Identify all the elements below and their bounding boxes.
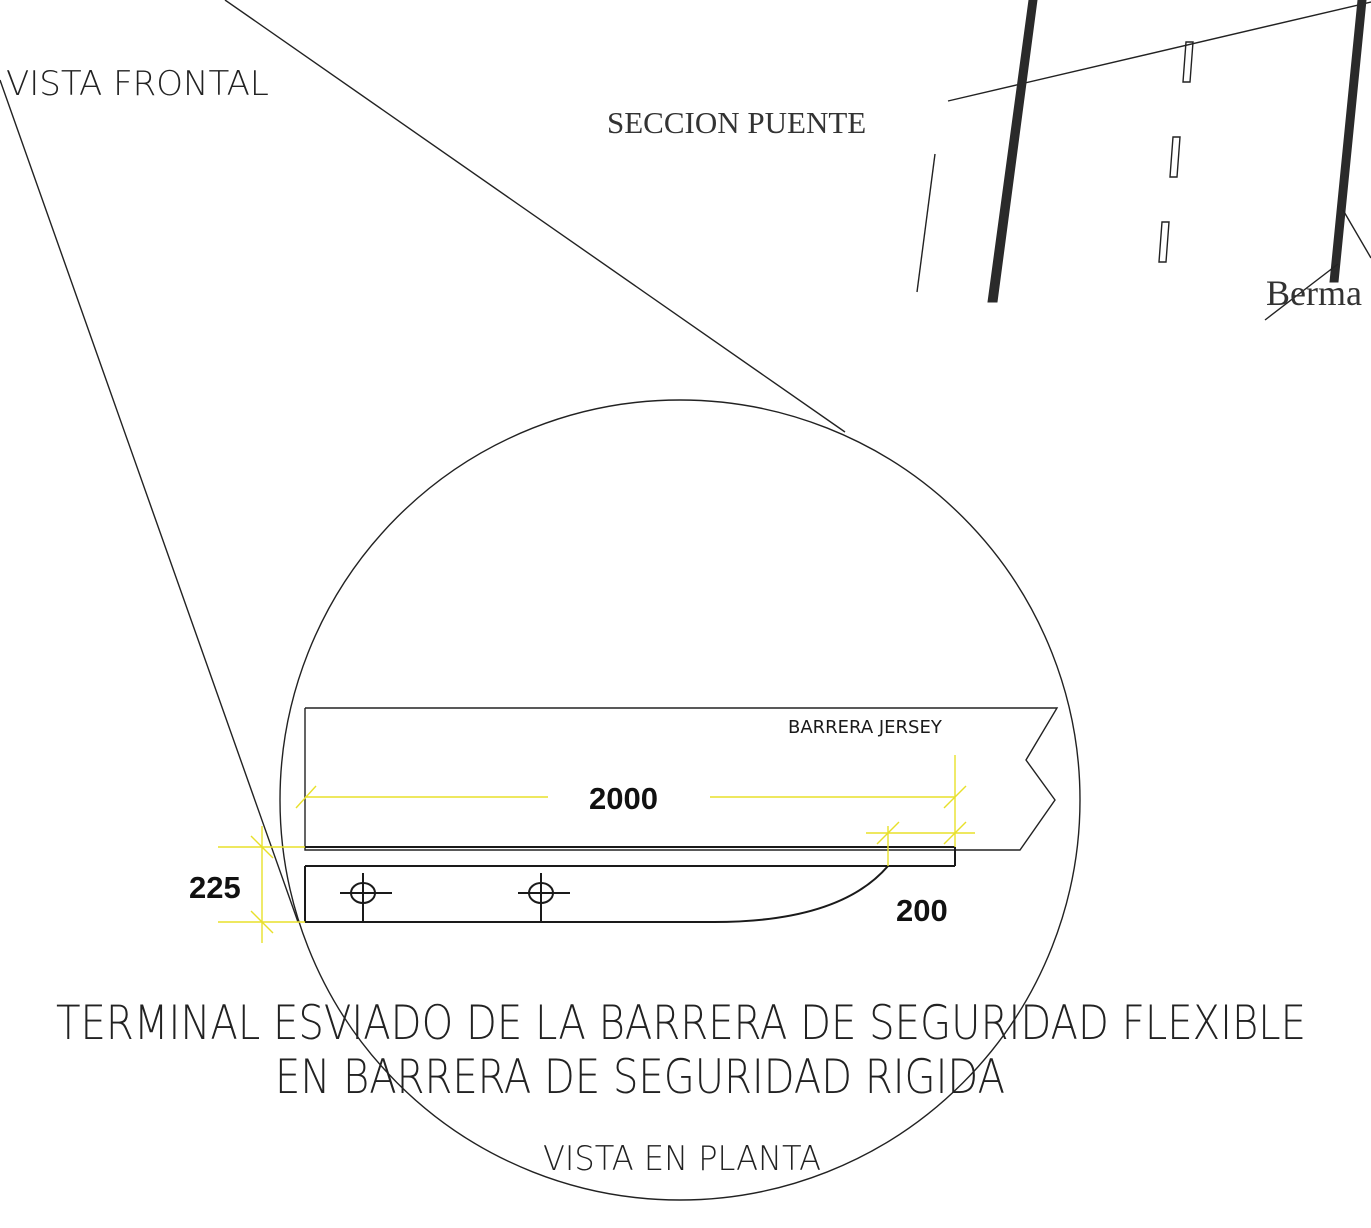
leader-line-left — [0, 79, 299, 923]
dimension-2000 — [295, 755, 967, 847]
dimension-200-text: 200 — [896, 893, 948, 928]
bolt-symbol-1 — [340, 873, 392, 922]
bridge-section — [916, 0, 1371, 321]
drawing-title-line1: TERMINAL ESVIADO DE LA BARRERA DE SEGURI… — [56, 996, 1306, 1051]
seccion-puente-label: SECCION PUENTE — [607, 105, 866, 140]
dimension-2000-text: 2000 — [589, 781, 658, 816]
detail-circle — [279, 399, 1081, 1201]
vista-en-planta-label: VISTA EN PLANTA — [543, 1139, 821, 1179]
vista-frontal-label: VISTA FRONTAL — [6, 64, 269, 104]
barrera-jersey-label: BARRERA JERSEY — [788, 717, 943, 738]
dimension-200 — [866, 821, 975, 866]
dimension-225 — [218, 826, 305, 943]
drawing-title-line2: EN BARRERA DE SEGURIDAD RIGIDA — [275, 1050, 1005, 1105]
dimension-225-text: 225 — [189, 870, 241, 905]
berma-label: Berma — [1266, 273, 1362, 313]
flexible-barrier-beam — [304, 846, 956, 923]
leader-line-top — [224, 0, 846, 433]
barrera-jersey-plan — [304, 707, 1059, 851]
bolt-symbol-2 — [518, 873, 570, 922]
